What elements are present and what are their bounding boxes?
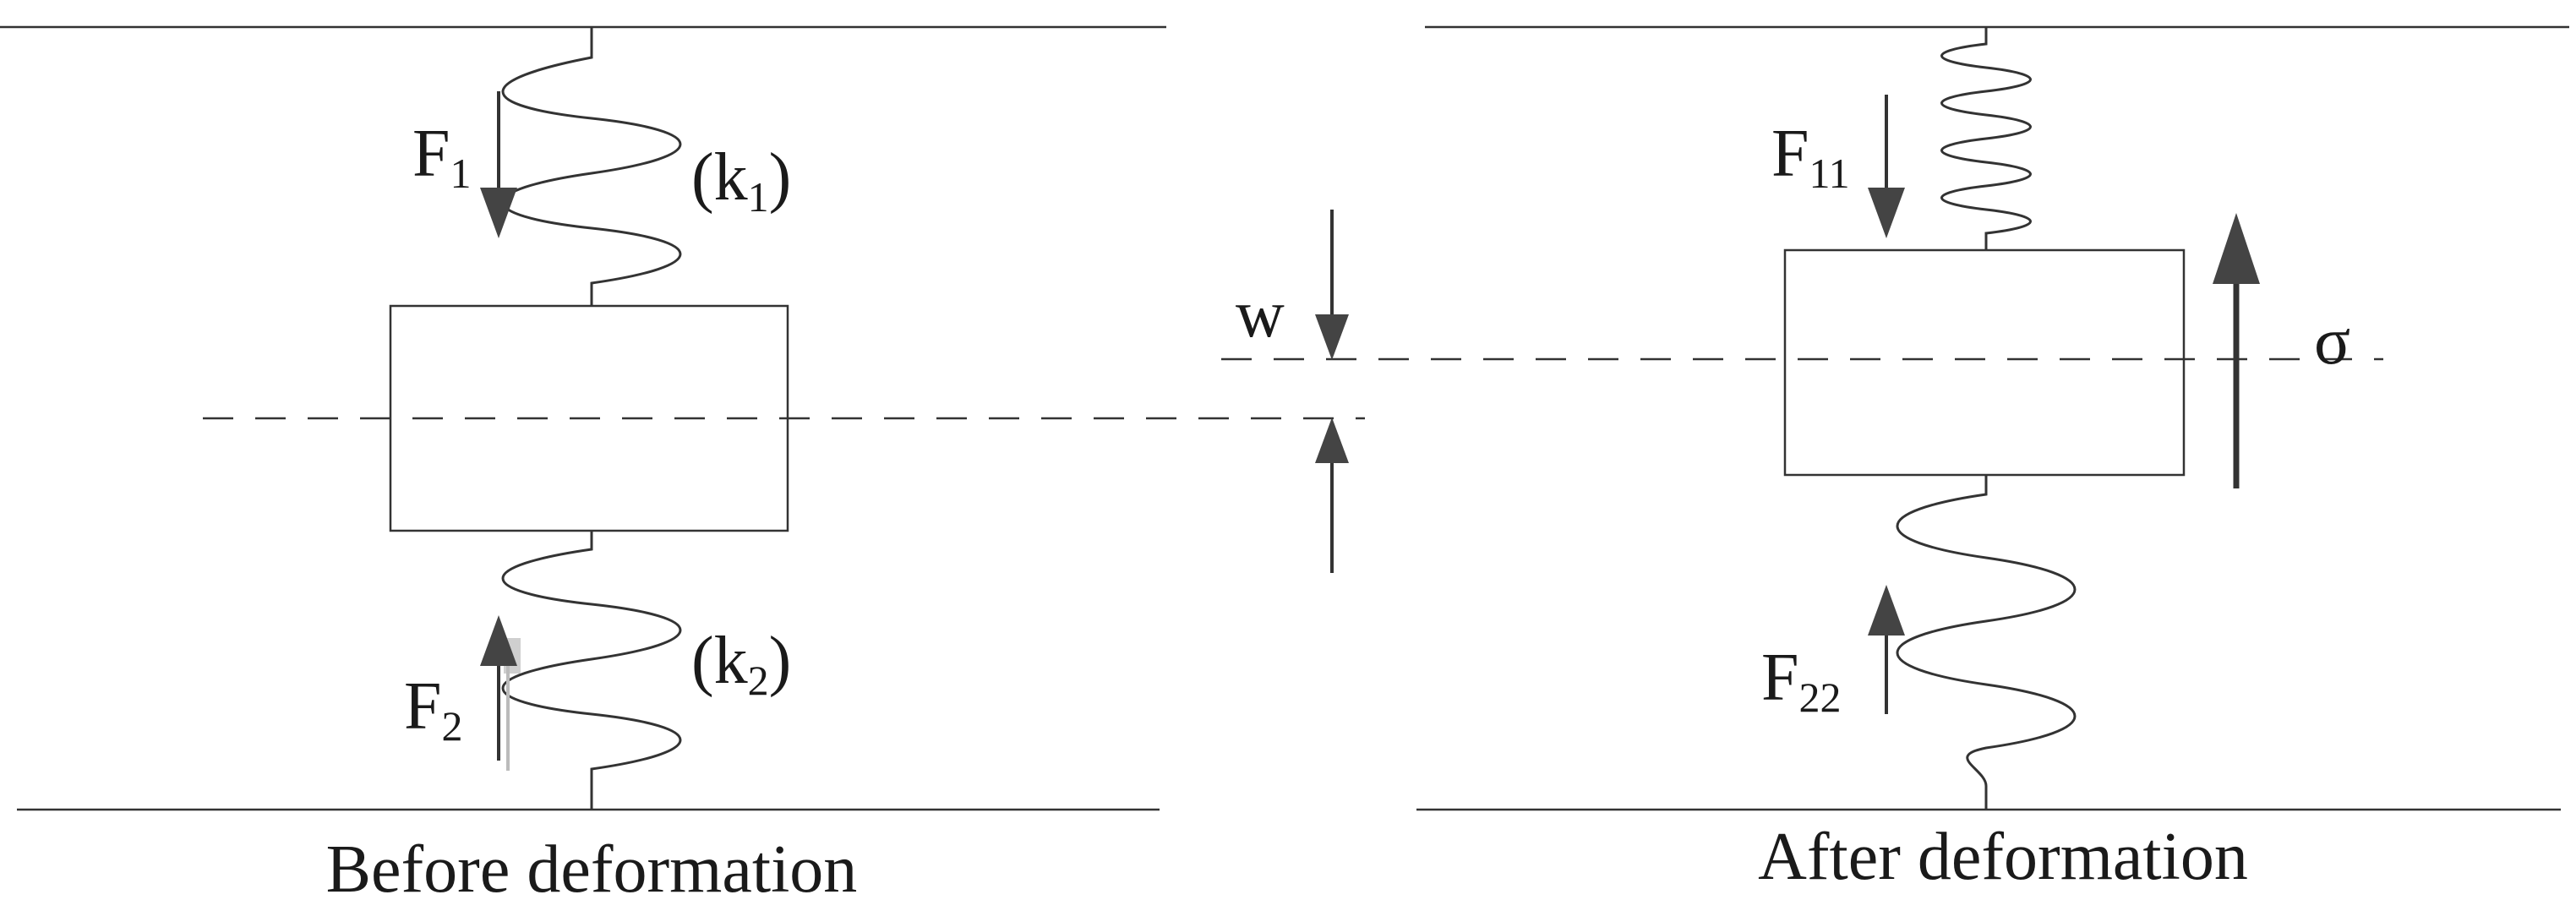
after-deformation-panel: F11 F22 σ After deformation [1416,25,2569,894]
force-f1-label: F1 [412,117,472,197]
displacement-w-label: w [1236,277,1285,352]
bottom-spring-left [501,531,682,810]
force-f11-arrow [1868,95,1905,238]
displacement-indicator: w [203,210,2383,573]
before-deformation-panel: F1 (k1) F2 (k2) Before deformation [0,25,1166,907]
mass-block-after [1783,248,2186,477]
displacement-arrow-bottom [1315,417,1349,463]
force-f2-label: F2 [404,669,463,750]
top-spring-right [1940,27,2032,250]
force-f22-label: F22 [1761,641,1842,721]
stress-sigma-arrow [2213,213,2260,488]
stress-sigma-label: σ [2314,304,2350,379]
force-f22-arrow [1868,585,1905,714]
displacement-arrow-top [1315,314,1349,360]
bottom-spring-right [1896,475,2077,810]
force-f11-label: F11 [1771,117,1850,197]
spring-k2-label: (k2) [691,624,791,704]
force-f2-arrow [480,615,521,771]
force-f1-arrow [480,91,517,238]
spring-k1-label: (k1) [691,140,791,221]
caption-after: After deformation [1758,820,2248,894]
caption-before: Before deformation [326,832,858,907]
top-spring-left [501,27,682,306]
